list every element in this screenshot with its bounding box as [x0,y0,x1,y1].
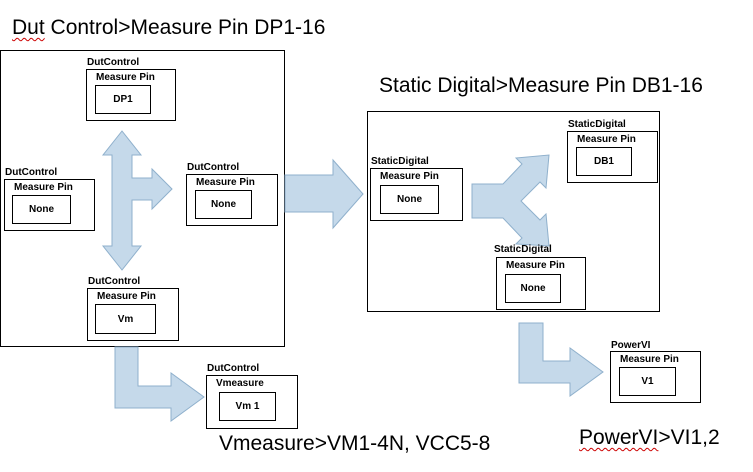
vmeasure-block: Vmeasure Vm 1 [206,375,298,429]
caption-powervi: PowerVI [611,340,651,351]
block-title: Measure Pin [96,72,155,83]
block-title: Measure Pin [380,171,439,182]
bent-arrow-powervi [518,322,604,397]
static-measure-pin-block-bottom: Measure Pin None [496,257,586,310]
static-measure-pin-block-left: Measure Pin None [370,168,463,221]
block-title: Measure Pin [620,354,679,365]
value-box: None [12,195,71,224]
static-measure-pin-block-db1: Measure Pin DB1 [567,131,658,183]
caption-dutcontrol-dp1: DutControl [87,57,140,68]
caption-dutcontrol-right: DutControl [187,162,240,173]
caption-staticdigital-left: StaticDigital [371,156,429,167]
block-title: Measure Pin [196,177,255,188]
fork-arrow [471,154,550,247]
caption-dutcontrol-left: DutControl [5,167,58,178]
value-box: None [380,185,439,214]
block-title: Measure Pin [506,260,565,271]
caption-staticdigital-db1: StaticDigital [568,119,626,130]
powervi-heading-rest: >VI1,2 [658,426,720,449]
measure-pin-block-right: Measure Pin None [186,174,278,226]
caption-staticdigital-bottom: StaticDigital [494,244,552,255]
caption-dutcontrol-vm: DutControl [88,276,141,287]
value-box: DB1 [576,147,632,176]
powervi-word: PowerVI [579,426,659,449]
block-title: Measure Pin [577,134,636,145]
cross-arrow [101,130,173,271]
caption-dutcontrol-vmeasure: DutControl [207,363,260,374]
measure-pin-block-left: Measure Pin None [4,179,95,231]
dut-control-heading: Dut Control>Measure Pin DP1-16 [12,17,325,38]
static-digital-heading: Static Digital>Measure Pin DB1-16 [379,74,703,97]
value-box: Vm [95,304,156,334]
value-box: V1 [619,367,676,396]
powervi-measure-pin-block: Measure Pin V1 [610,351,701,403]
block-title: Measure Pin [97,291,156,302]
dut-heading-rest: Control>Measure Pin DP1-16 [44,16,326,39]
dut-word: Dut [12,16,45,39]
block-title: Vmeasure [216,378,264,389]
bent-arrow-vmeasure [114,346,205,422]
powervi-heading: PowerVI>VI1,2 [579,427,720,448]
measure-pin-block-vm: Measure Pin Vm [87,288,179,341]
value-box: None [195,190,252,219]
block-title: Measure Pin [14,182,73,193]
value-box: None [505,274,561,303]
value-box: Vm 1 [219,392,276,421]
vmeasure-heading: Vmeasure>VM1-4N, VCC5-8 [219,432,491,455]
panel-to-panel-arrow [284,158,364,230]
measure-pin-block-dp1: Measure Pin DP1 [86,69,176,121]
value-box: DP1 [95,85,151,114]
